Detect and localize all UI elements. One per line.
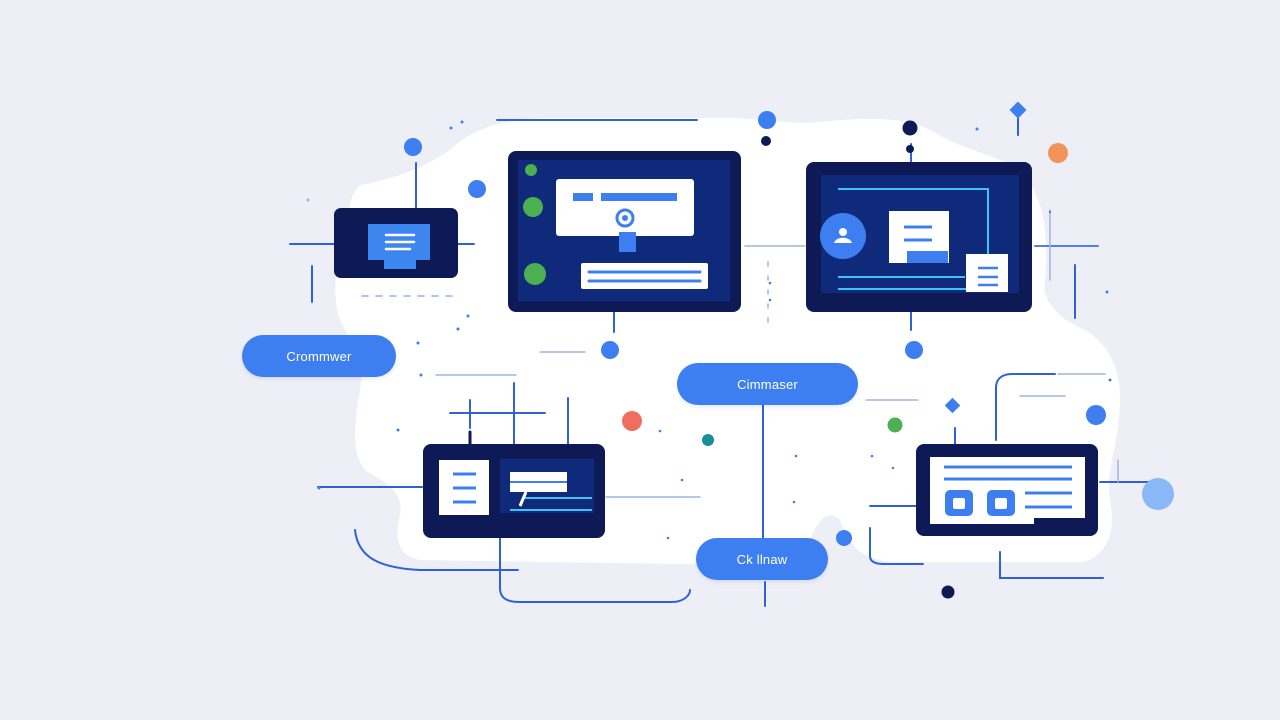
node-dots bbox=[404, 101, 1174, 599]
list-icon bbox=[453, 472, 476, 504]
device-monitor-small bbox=[334, 208, 458, 278]
label-pill-bottom-text: Ck llnaw bbox=[736, 551, 788, 567]
device-monitor-notes bbox=[423, 444, 605, 538]
user-icon bbox=[820, 213, 866, 259]
device-monitor-chat bbox=[916, 444, 1098, 536]
label-pill-bottom[interactable]: Ck llnaw bbox=[696, 538, 828, 580]
label-pill-center-text: Cimmaser bbox=[737, 376, 798, 392]
label-pill-left[interactable]: Crommwer bbox=[242, 335, 396, 377]
device-monitor-dashboard bbox=[508, 151, 741, 312]
record-icon bbox=[615, 208, 635, 228]
document-icon bbox=[384, 233, 416, 251]
device-monitor-profile bbox=[806, 162, 1032, 312]
label-pill-center[interactable]: Cimmaser bbox=[677, 363, 858, 405]
chat-icon bbox=[945, 490, 1015, 516]
label-pill-left-text: Crommwer bbox=[286, 348, 352, 364]
